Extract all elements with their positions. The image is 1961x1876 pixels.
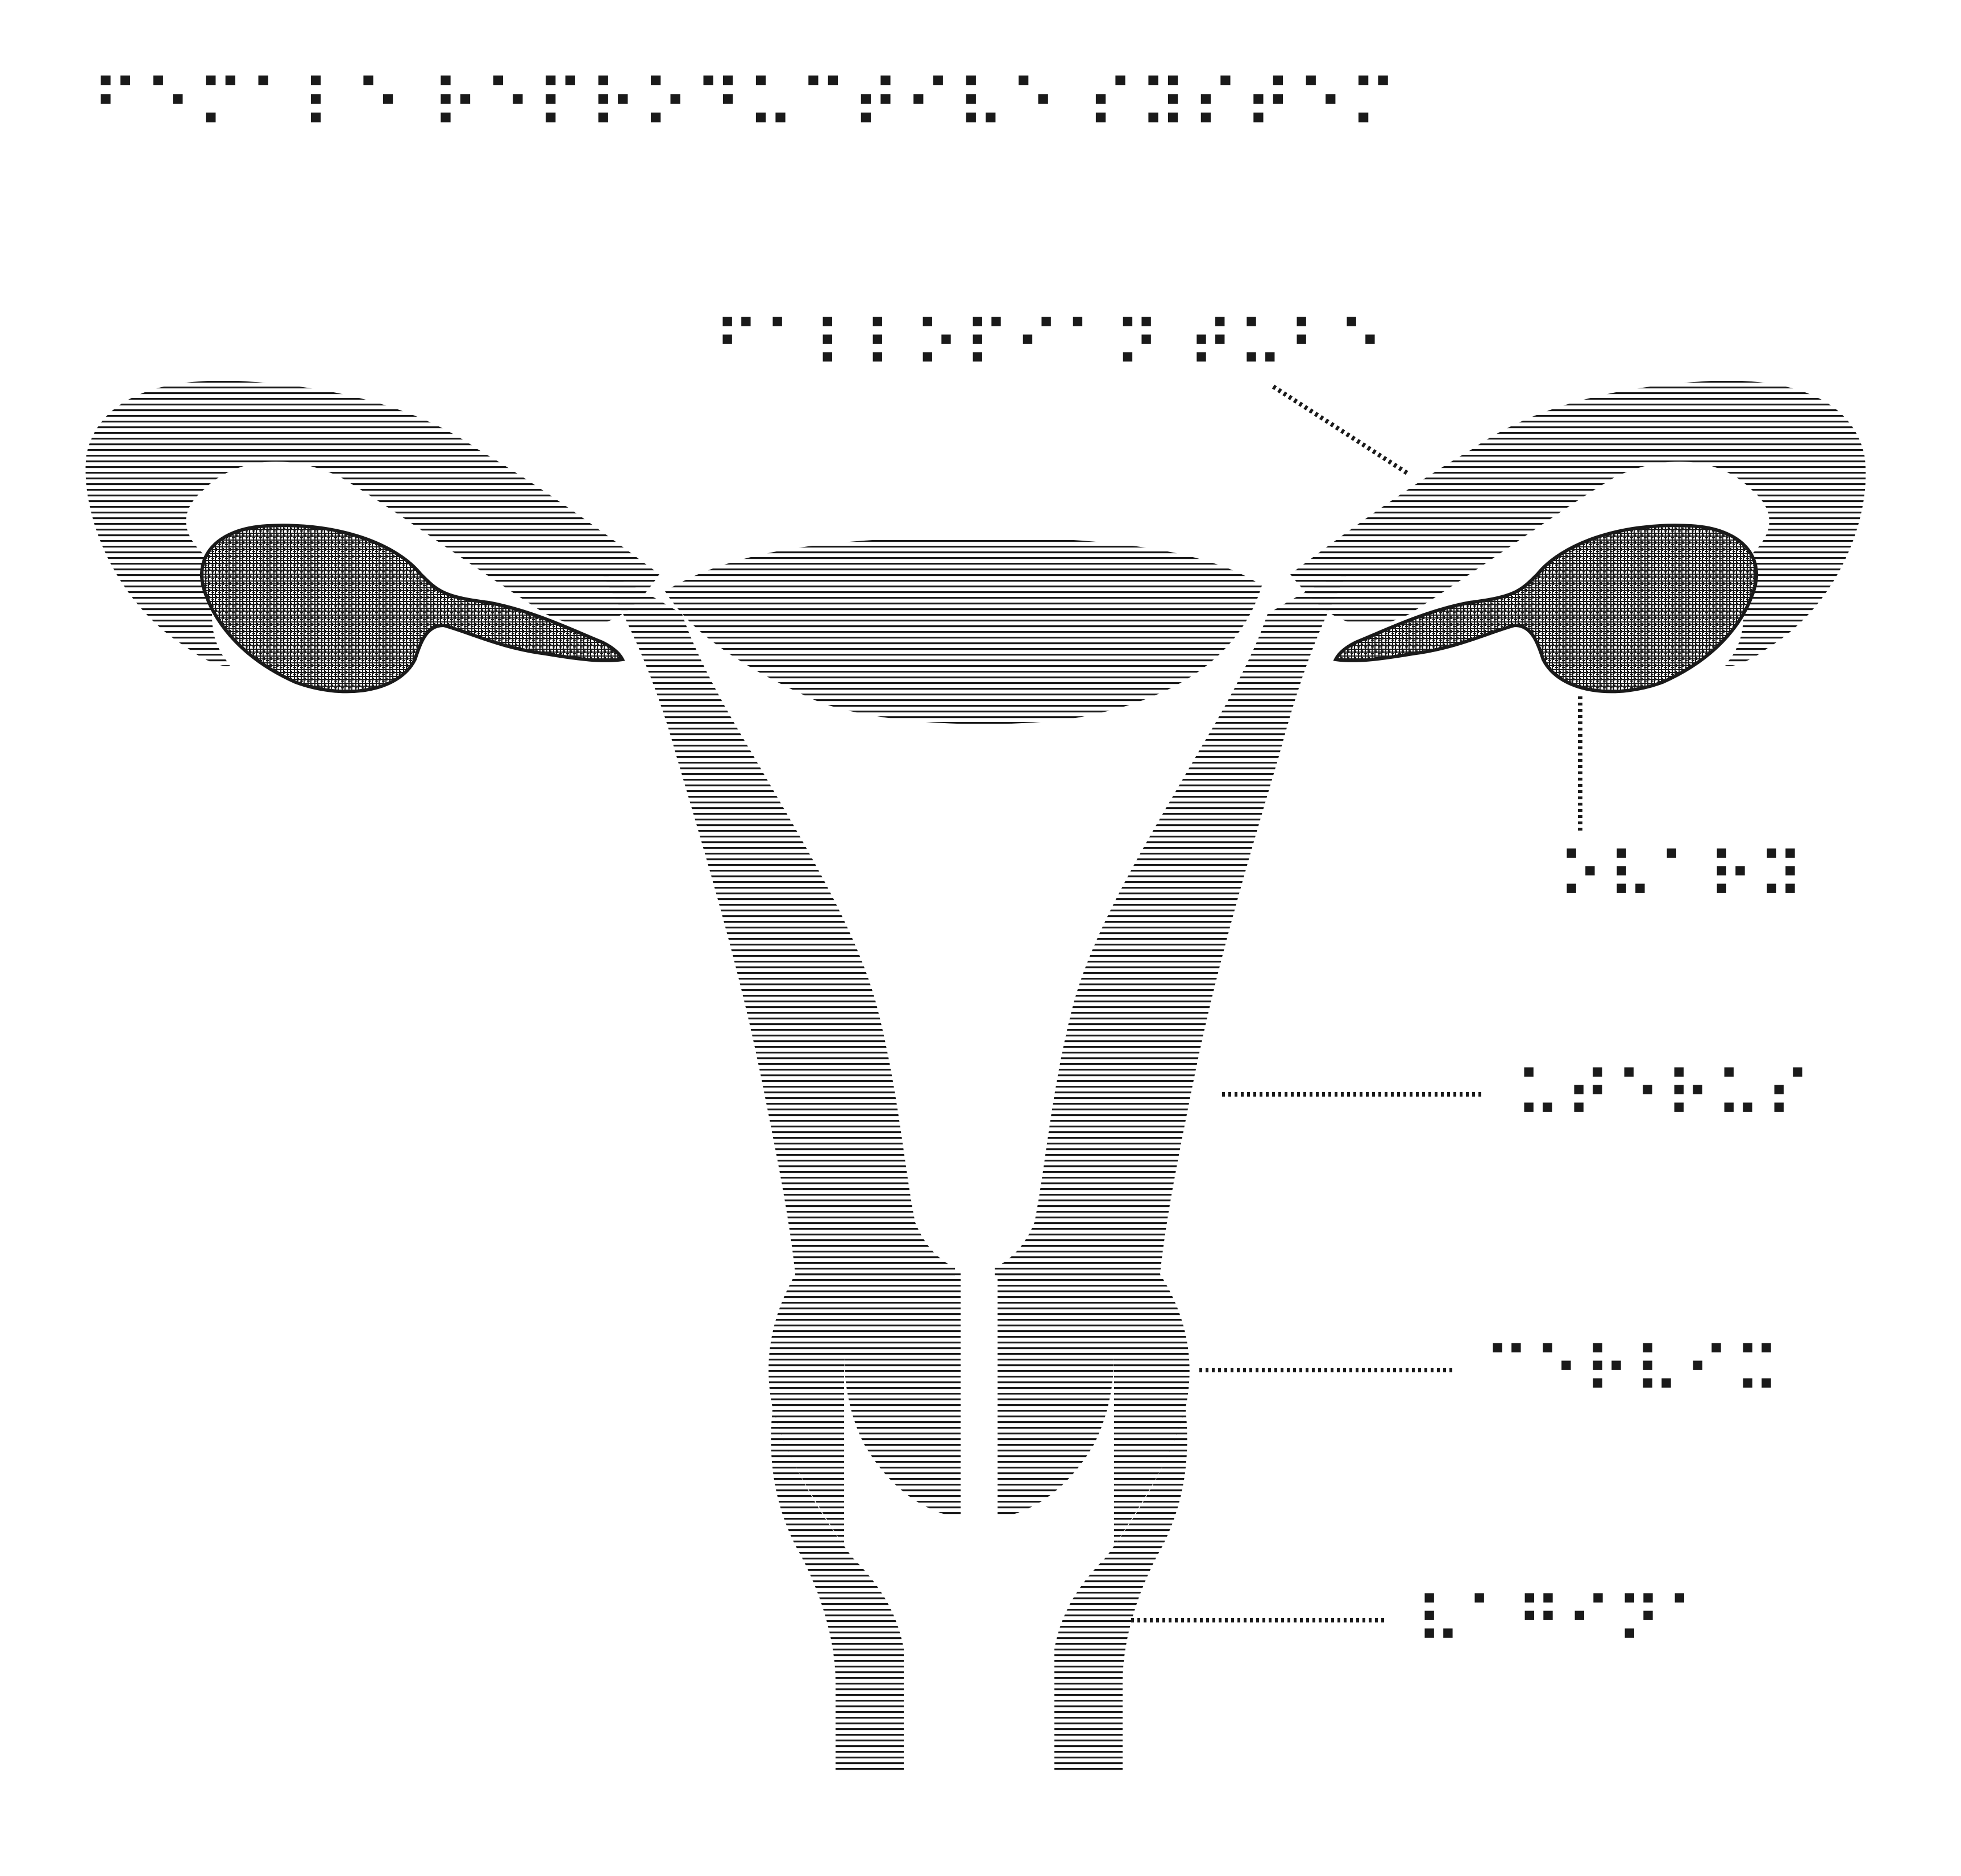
uterus-fundus <box>665 537 1262 724</box>
cervix-left <box>768 1273 961 1546</box>
fallopian-tube-left <box>85 380 659 666</box>
label-cervix: ⠉⠑⠗⠧⠊⠭ <box>1484 1334 1784 1408</box>
label-uterus: ⠥⠞⠑⠗⠥⠎ <box>1515 1059 1815 1132</box>
ovary-right <box>1333 524 1758 694</box>
uterus-wall-left <box>603 574 955 1279</box>
vagina-right <box>1054 1404 1187 1774</box>
uterus-wall-right <box>995 574 1347 1279</box>
leader-fallopian-tube <box>1272 384 1411 477</box>
vagina-left <box>771 1404 904 1774</box>
ovary-left <box>200 524 625 694</box>
label-vagina: ⠧⠁⠛⠊⠝⠁ <box>1415 1584 1715 1658</box>
cervix-right <box>998 1273 1190 1546</box>
label-fallopian-tube: ⠋⠁⠇⠇⠕⠏⠊⠁⠝ ⠞⠥⠃⠑ <box>713 308 1387 382</box>
fallopian-tube-right <box>1290 380 1866 666</box>
title: ⠋⠑⠍⠁⠇⠑ ⠗⠑⠏⠗⠕⠙⠥⠉⠞⠊⠧⠑ ⠎⠽⠎⠞⠑⠍ <box>91 65 1401 144</box>
label-ovary: ⠕⠧⠁⠗⠽ <box>1557 840 1808 914</box>
